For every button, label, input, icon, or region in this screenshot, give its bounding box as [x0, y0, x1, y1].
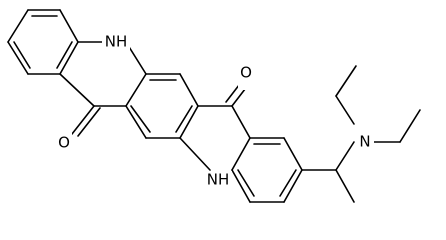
- molecule-diagram: NH O O NH N: [7, 9, 421, 203]
- bond: [77, 107, 101, 137]
- bond: [399, 109, 421, 143]
- bond: [237, 169, 255, 197]
- atom-nh-bottom: NH: [207, 171, 230, 189]
- bond: [335, 141, 355, 171]
- bond: [175, 105, 193, 133]
- atom-nh-top: NH: [105, 33, 128, 51]
- atom-nitrogen-amine: N: [359, 133, 370, 151]
- bond: [59, 41, 79, 75]
- atom-oxygen-top: O: [240, 64, 252, 82]
- bond: [59, 9, 79, 43]
- atom-bg: [356, 132, 374, 152]
- bond: [7, 9, 29, 43]
- atom-bg: [102, 32, 130, 52]
- atom-bg: [204, 171, 232, 191]
- bond: [231, 105, 251, 139]
- bond: [279, 169, 297, 197]
- atom-bg: [56, 132, 72, 152]
- bond: [71, 105, 95, 135]
- bond: [59, 73, 95, 107]
- bond: [231, 137, 251, 171]
- bond: [283, 169, 303, 203]
- bond: [231, 169, 251, 203]
- bond: [335, 65, 357, 97]
- bond: [179, 73, 199, 107]
- bond: [125, 73, 147, 107]
- atom-bg: [238, 70, 254, 90]
- bond: [13, 41, 31, 69]
- bond: [335, 169, 355, 203]
- bond: [130, 105, 151, 133]
- bond: [335, 95, 355, 125]
- bond: [56, 41, 73, 69]
- bond: [283, 137, 303, 171]
- atom-oxygen-bottom: O: [58, 134, 70, 152]
- bond: [179, 137, 211, 171]
- bond: [125, 105, 147, 139]
- atom-labels: NH O O NH N: [56, 32, 374, 191]
- bond: [7, 41, 29, 75]
- bonds: [7, 9, 421, 203]
- bond: [179, 105, 199, 139]
